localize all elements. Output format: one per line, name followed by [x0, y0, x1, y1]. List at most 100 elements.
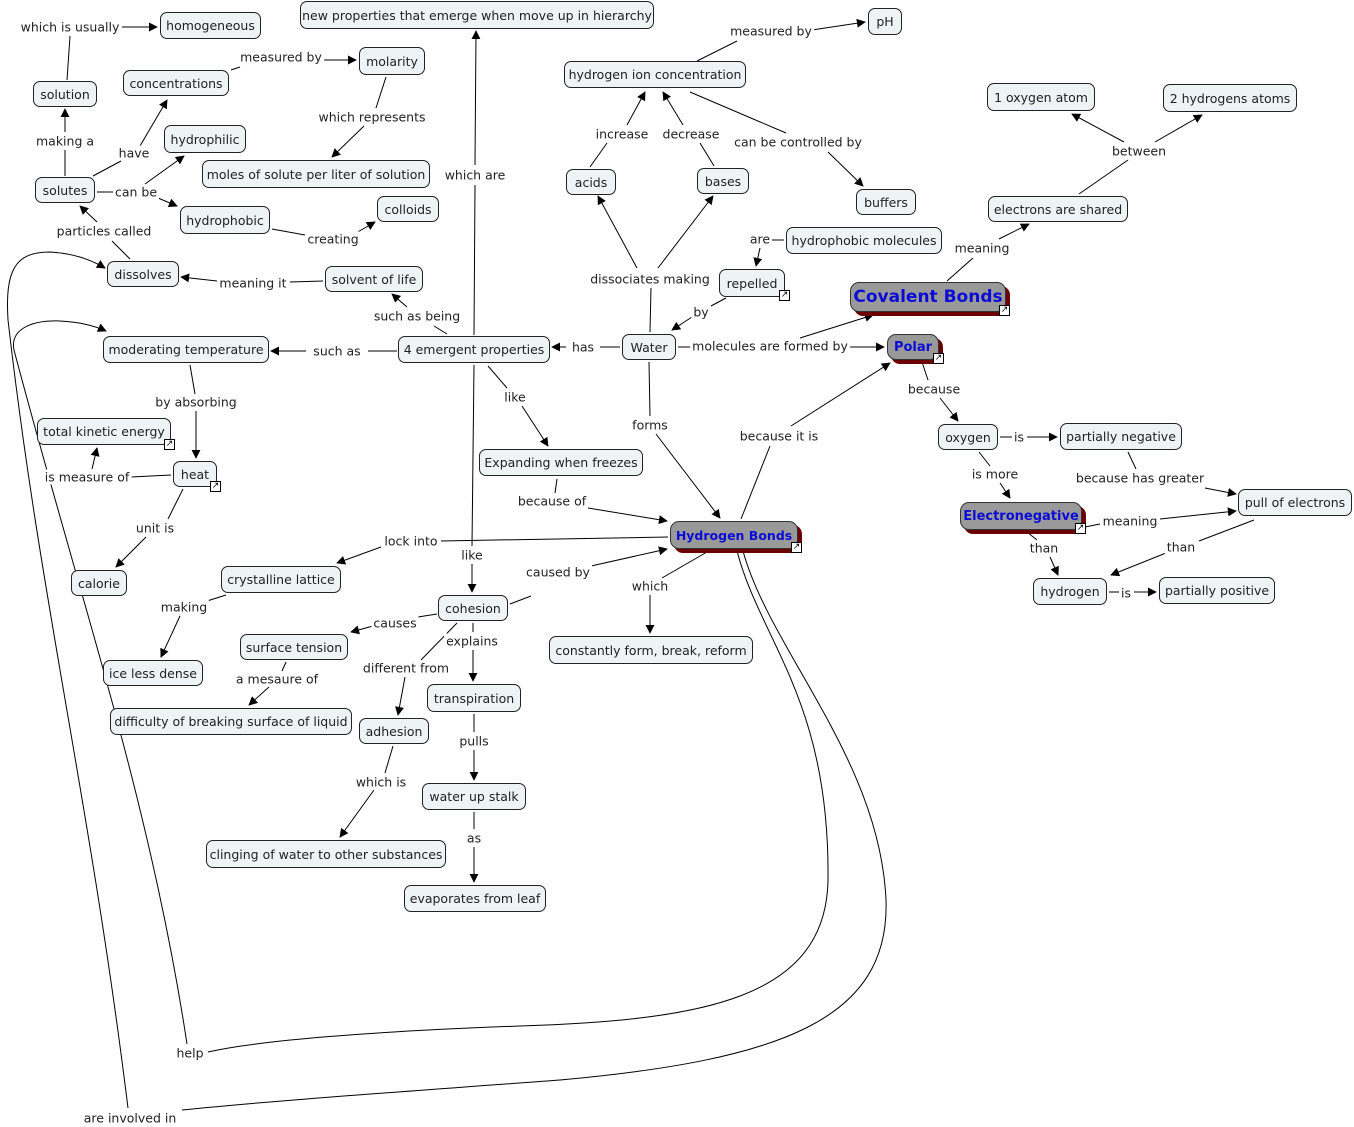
link-label-than-pull: than [1164, 539, 1198, 555]
edge-by-water [671, 316, 693, 331]
concept-solutes[interactable]: solutes [35, 177, 95, 203]
concept-hydrophobic-molecules[interactable]: hydrophobic molecules [786, 227, 942, 254]
link-label-measured-by-ph: measured by [728, 23, 814, 39]
concept-electrons-are-shared[interactable]: electrons are shared [988, 196, 1128, 222]
concept-hydrophilic[interactable]: hydrophilic [164, 125, 246, 153]
concept-expanding-when-freezes[interactable]: Expanding when freezes [479, 449, 643, 476]
edge-measured-by-ph [811, 18, 866, 31]
link-label-a-mesaure-of: a mesaure of [233, 671, 321, 687]
link-label-like-cohesion: like [459, 547, 485, 563]
edge-forms-hydrogen-bonds [655, 433, 721, 519]
edge-hydrogen-ion-measured-by [696, 40, 738, 62]
concept-partially-positive[interactable]: partially positive [1159, 577, 1275, 604]
concept-total-kinetic-energy[interactable]: total kinetic energy [37, 418, 171, 445]
concept-moderating-temperature[interactable]: moderating temperature [103, 336, 269, 363]
concept-clinging-of-water[interactable]: clinging of water to other substances [206, 840, 446, 868]
concept-calorie[interactable]: calorie [71, 570, 127, 596]
concept-crystalline-lattice[interactable]: crystalline lattice [221, 566, 341, 593]
edge-controlled-by-buffers [827, 151, 864, 187]
resource-link-icon-repelled[interactable]: ↗ [779, 290, 790, 301]
link-label-increase: increase [593, 126, 651, 142]
concept-surface-tension[interactable]: surface tension [240, 634, 348, 660]
edge-polar-because [921, 361, 929, 381]
concept-repelled[interactable]: repelled [719, 269, 785, 297]
edge-cohesion-different-from [420, 622, 458, 661]
concept-polar[interactable]: Polar [887, 334, 939, 360]
edge-moderating-by-absorbing [189, 364, 196, 395]
edge-electronegative-meaning [1084, 523, 1101, 528]
concept-concentrations[interactable]: concentrations [123, 70, 229, 96]
concept-4-emergent-properties[interactable]: 4 emergent properties [398, 336, 550, 363]
concept-hydrogen[interactable]: hydrogen [1033, 578, 1107, 605]
concept-electronegative[interactable]: Electronegative [960, 502, 1082, 530]
concept-bases[interactable]: bases [697, 168, 749, 194]
edge-solvent-meaning-it [289, 280, 324, 283]
resource-link-icon-heat[interactable]: ↗ [210, 481, 221, 492]
concept-transpiration[interactable]: transpiration [427, 684, 521, 712]
concept-moles-of-solute[interactable]: moles of solute per liter of solution [202, 160, 430, 188]
link-label-different-from: different from [360, 660, 452, 676]
link-label-which-is-usually: which is usually [18, 19, 122, 35]
concept-evaporates-from-leaf[interactable]: evaporates from leaf [404, 885, 546, 912]
resource-link-icon-covalent-bonds[interactable]: ↗ [999, 305, 1010, 316]
concept-hydrogen-bonds[interactable]: Hydrogen Bonds [670, 521, 798, 549]
edge-hydrogen-bonds-are-involved-in [181, 550, 887, 1111]
resource-link-icon-polar[interactable]: ↗ [933, 353, 944, 364]
concept-ice-less-dense[interactable]: ice less dense [103, 660, 203, 686]
edge-decrease-hydrogen-ion [662, 91, 684, 126]
concept-cohesion[interactable]: cohesion [438, 595, 508, 621]
concept-2-hydrogens-atoms[interactable]: 2 hydrogens atoms [1163, 84, 1297, 112]
link-label-such-as-being: such as being [371, 308, 463, 324]
link-label-molecules-are-formed-by: molecules are formed by [690, 338, 850, 354]
edge-water-forms [648, 361, 651, 417]
concept-pull-of-electrons[interactable]: pull of electrons [1238, 489, 1352, 516]
link-label-because: because [905, 381, 963, 397]
concept-adhesion[interactable]: adhesion [359, 718, 429, 744]
concept-hydrophobic[interactable]: hydrophobic [180, 206, 270, 234]
concept-partially-negative[interactable]: partially negative [1060, 423, 1182, 450]
edge-emergent-like-2 [471, 364, 475, 547]
concept-water-up-stalk[interactable]: water up stalk [422, 783, 526, 810]
concept-solution[interactable]: solution [33, 81, 97, 107]
resource-link-icon-electronegative[interactable]: ↗ [1075, 523, 1086, 534]
concept-colloids[interactable]: colloids [377, 196, 439, 222]
link-label-help: help [174, 1045, 206, 1061]
concept-dissolves[interactable]: dissolves [107, 261, 179, 287]
edge-dissolves-particles-called [111, 240, 131, 260]
concept-homogeneous[interactable]: homogeneous [160, 12, 261, 39]
resource-link-icon-hydrogen-bonds[interactable]: ↗ [791, 542, 802, 553]
edge-emergent-such-as-being [433, 325, 448, 335]
concept-covalent-bonds[interactable]: Covalent Bonds [850, 282, 1006, 312]
edge-meaning-it-dissolves [180, 273, 218, 283]
concept-oxygen[interactable]: oxygen [938, 424, 998, 450]
resource-link-icon-total-kinetic-energy[interactable]: ↗ [164, 439, 175, 450]
concept-acids[interactable]: acids [566, 169, 616, 195]
link-label-because-has-greater: because has greater [1073, 470, 1207, 486]
edge-bases-decrease [699, 142, 715, 167]
concept-hydrogen-ion-concentration[interactable]: hydrogen ion concentration [564, 61, 746, 88]
concept-molarity[interactable]: molarity [359, 47, 425, 75]
concept-buffers[interactable]: buffers [856, 189, 916, 215]
concept-water[interactable]: Water [622, 334, 676, 360]
link-label-explains: explains [444, 633, 500, 649]
concept-1-oxygen-atom[interactable]: 1 oxygen atom [987, 83, 1095, 111]
edge-lock-into-crystalline [336, 546, 382, 565]
edge-adhesion-which-is [384, 745, 394, 774]
edge-surface-tension-a-mesaure-of [281, 661, 287, 672]
link-label-meaning-it: meaning it [217, 275, 289, 291]
concept-ph[interactable]: pH [868, 8, 902, 35]
concept-difficulty-of-breaking-surface[interactable]: difficulty of breaking surface of liquid [110, 708, 352, 735]
concept-solvent-of-life[interactable]: solvent of life [325, 266, 423, 292]
edge-causes-surface-tension [350, 625, 374, 635]
concept-constantly-form-break-reform[interactable]: constantly form, break, reform [549, 636, 753, 664]
edge-meaning-electrons-shared [998, 223, 1030, 240]
concept-new-properties[interactable]: new properties that emerge when move up … [300, 1, 654, 29]
edge-between-oxygen-atom [1071, 113, 1125, 143]
link-label-by: by [691, 304, 711, 320]
link-label-because-of: because of [515, 493, 589, 509]
link-label-than-electronegative: than [1027, 540, 1061, 556]
edge-electrons-shared-between [1078, 159, 1129, 195]
edge-hydrogen-bonds-help [207, 550, 829, 1053]
edge-hydrogen-bonds-because-it-is [740, 445, 771, 520]
concept-heat[interactable]: heat [173, 461, 217, 487]
